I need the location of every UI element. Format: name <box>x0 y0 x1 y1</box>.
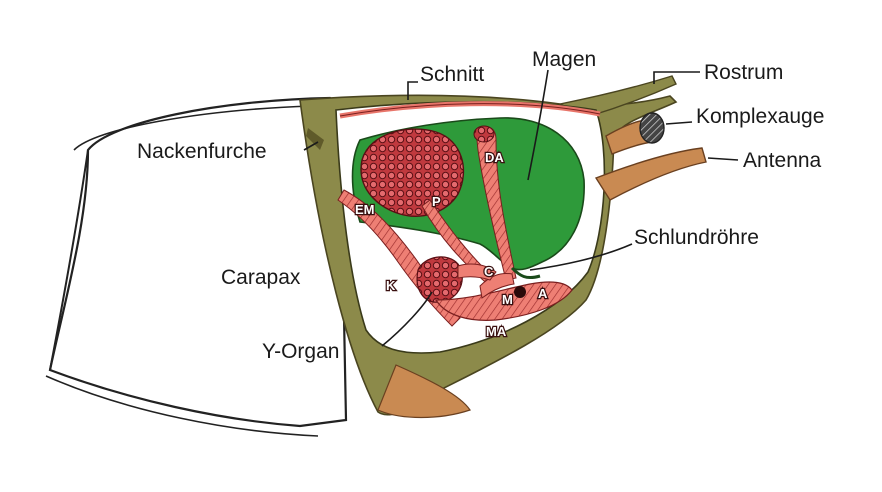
label-schnitt: Schnitt <box>420 63 484 86</box>
tag-a: A <box>538 286 548 301</box>
label-magen: Magen <box>532 48 596 71</box>
tag-k: K <box>386 278 396 293</box>
tag-p: P <box>432 194 441 209</box>
tag-da: DA <box>485 150 504 165</box>
tag-c: C <box>484 264 494 279</box>
tag-ma: MA <box>486 324 507 339</box>
label-nackenfurche: Nackenfurche <box>137 140 267 163</box>
label-komplexauge: Komplexauge <box>696 105 824 128</box>
leader-komplexauge <box>666 122 692 124</box>
tag-em: EM <box>355 202 375 217</box>
label-rostrum: Rostrum <box>704 61 783 84</box>
compound-eye-icon <box>640 113 664 143</box>
y-organ-tissue <box>417 257 462 302</box>
leader-antenna <box>708 158 738 160</box>
label-carapax: Carapax <box>221 266 301 289</box>
label-schlundroehre: Schlundröhre <box>634 226 759 249</box>
label-antenna: Antenna <box>743 149 822 172</box>
label-y-organ: Y-Organ <box>262 340 339 363</box>
tag-m: M <box>502 292 513 307</box>
